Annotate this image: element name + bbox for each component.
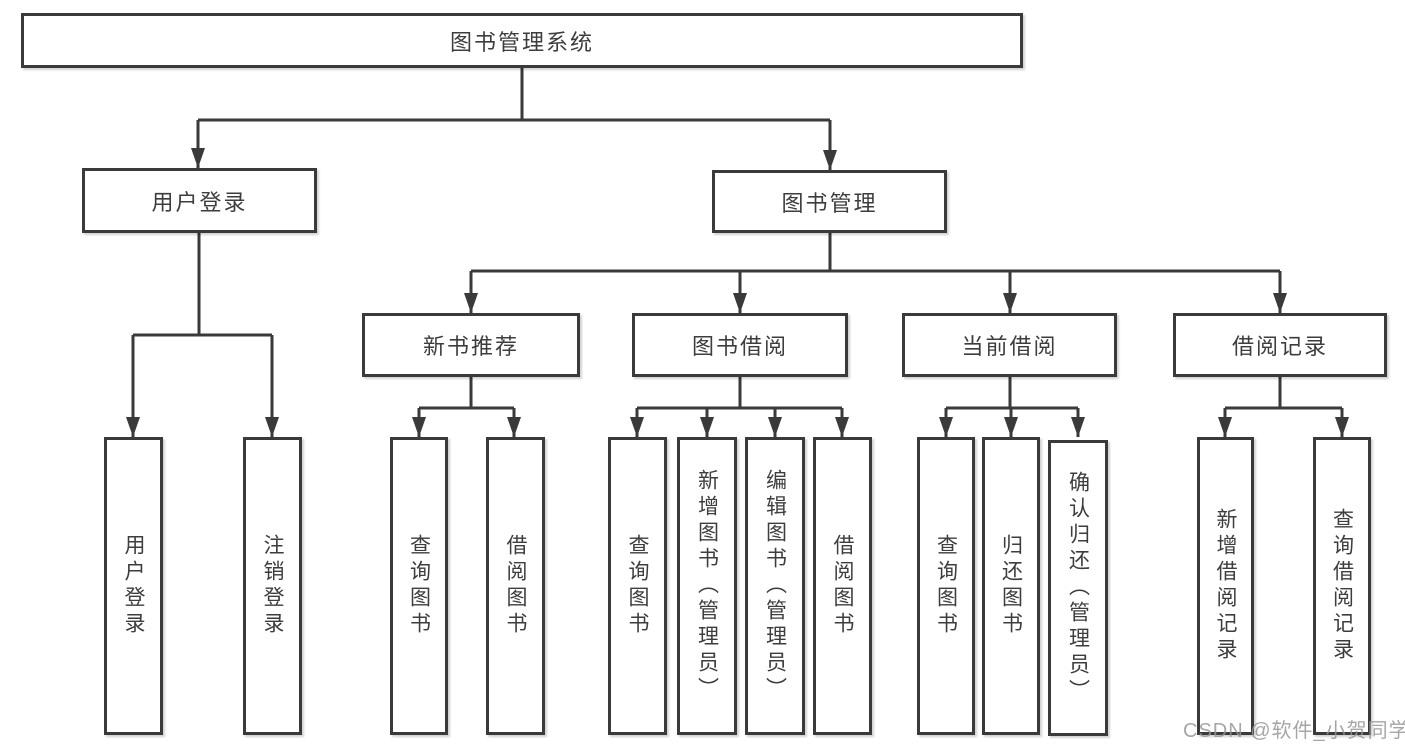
- leaf-borrow-book-recommend: 借阅图书: [486, 437, 545, 735]
- leaf-edit-book-admin: 编辑图书（管理员）: [745, 437, 805, 735]
- leaf-query-borrow-record: 查询借阅记录: [1313, 437, 1371, 735]
- csdn-watermark: CSDN @软件_小贺同学: [1183, 720, 1405, 742]
- leaf-borrow-book: 借阅图书: [813, 437, 872, 735]
- leaf-add-borrow-record: 新增借阅记录: [1197, 437, 1254, 735]
- leaf-query-book-borrow: 查询图书: [608, 437, 667, 735]
- node-book-management: 图书管理: [712, 170, 947, 233]
- leaf-add-book-admin: 新增图书（管理员）: [677, 437, 737, 735]
- node-user-login: 用户登录: [82, 168, 317, 233]
- node-new-book-recommend: 新书推荐: [362, 313, 580, 377]
- node-root: 图书管理系统: [21, 13, 1023, 68]
- node-current-borrow: 当前借阅: [902, 313, 1117, 377]
- node-book-borrow: 图书借阅: [632, 313, 848, 377]
- leaf-query-book-recommend: 查询图书: [390, 437, 448, 735]
- node-borrow-record: 借阅记录: [1173, 313, 1387, 377]
- leaf-confirm-return-admin: 确认归还（管理员）: [1048, 440, 1108, 736]
- leaf-return-book: 归还图书: [982, 437, 1040, 735]
- leaf-user-login: 用户登录: [104, 437, 163, 735]
- leaf-logout: 注销登录: [243, 437, 302, 735]
- edge-skeleton: [133, 68, 1342, 410]
- leaf-query-book-current: 查询图书: [917, 437, 975, 735]
